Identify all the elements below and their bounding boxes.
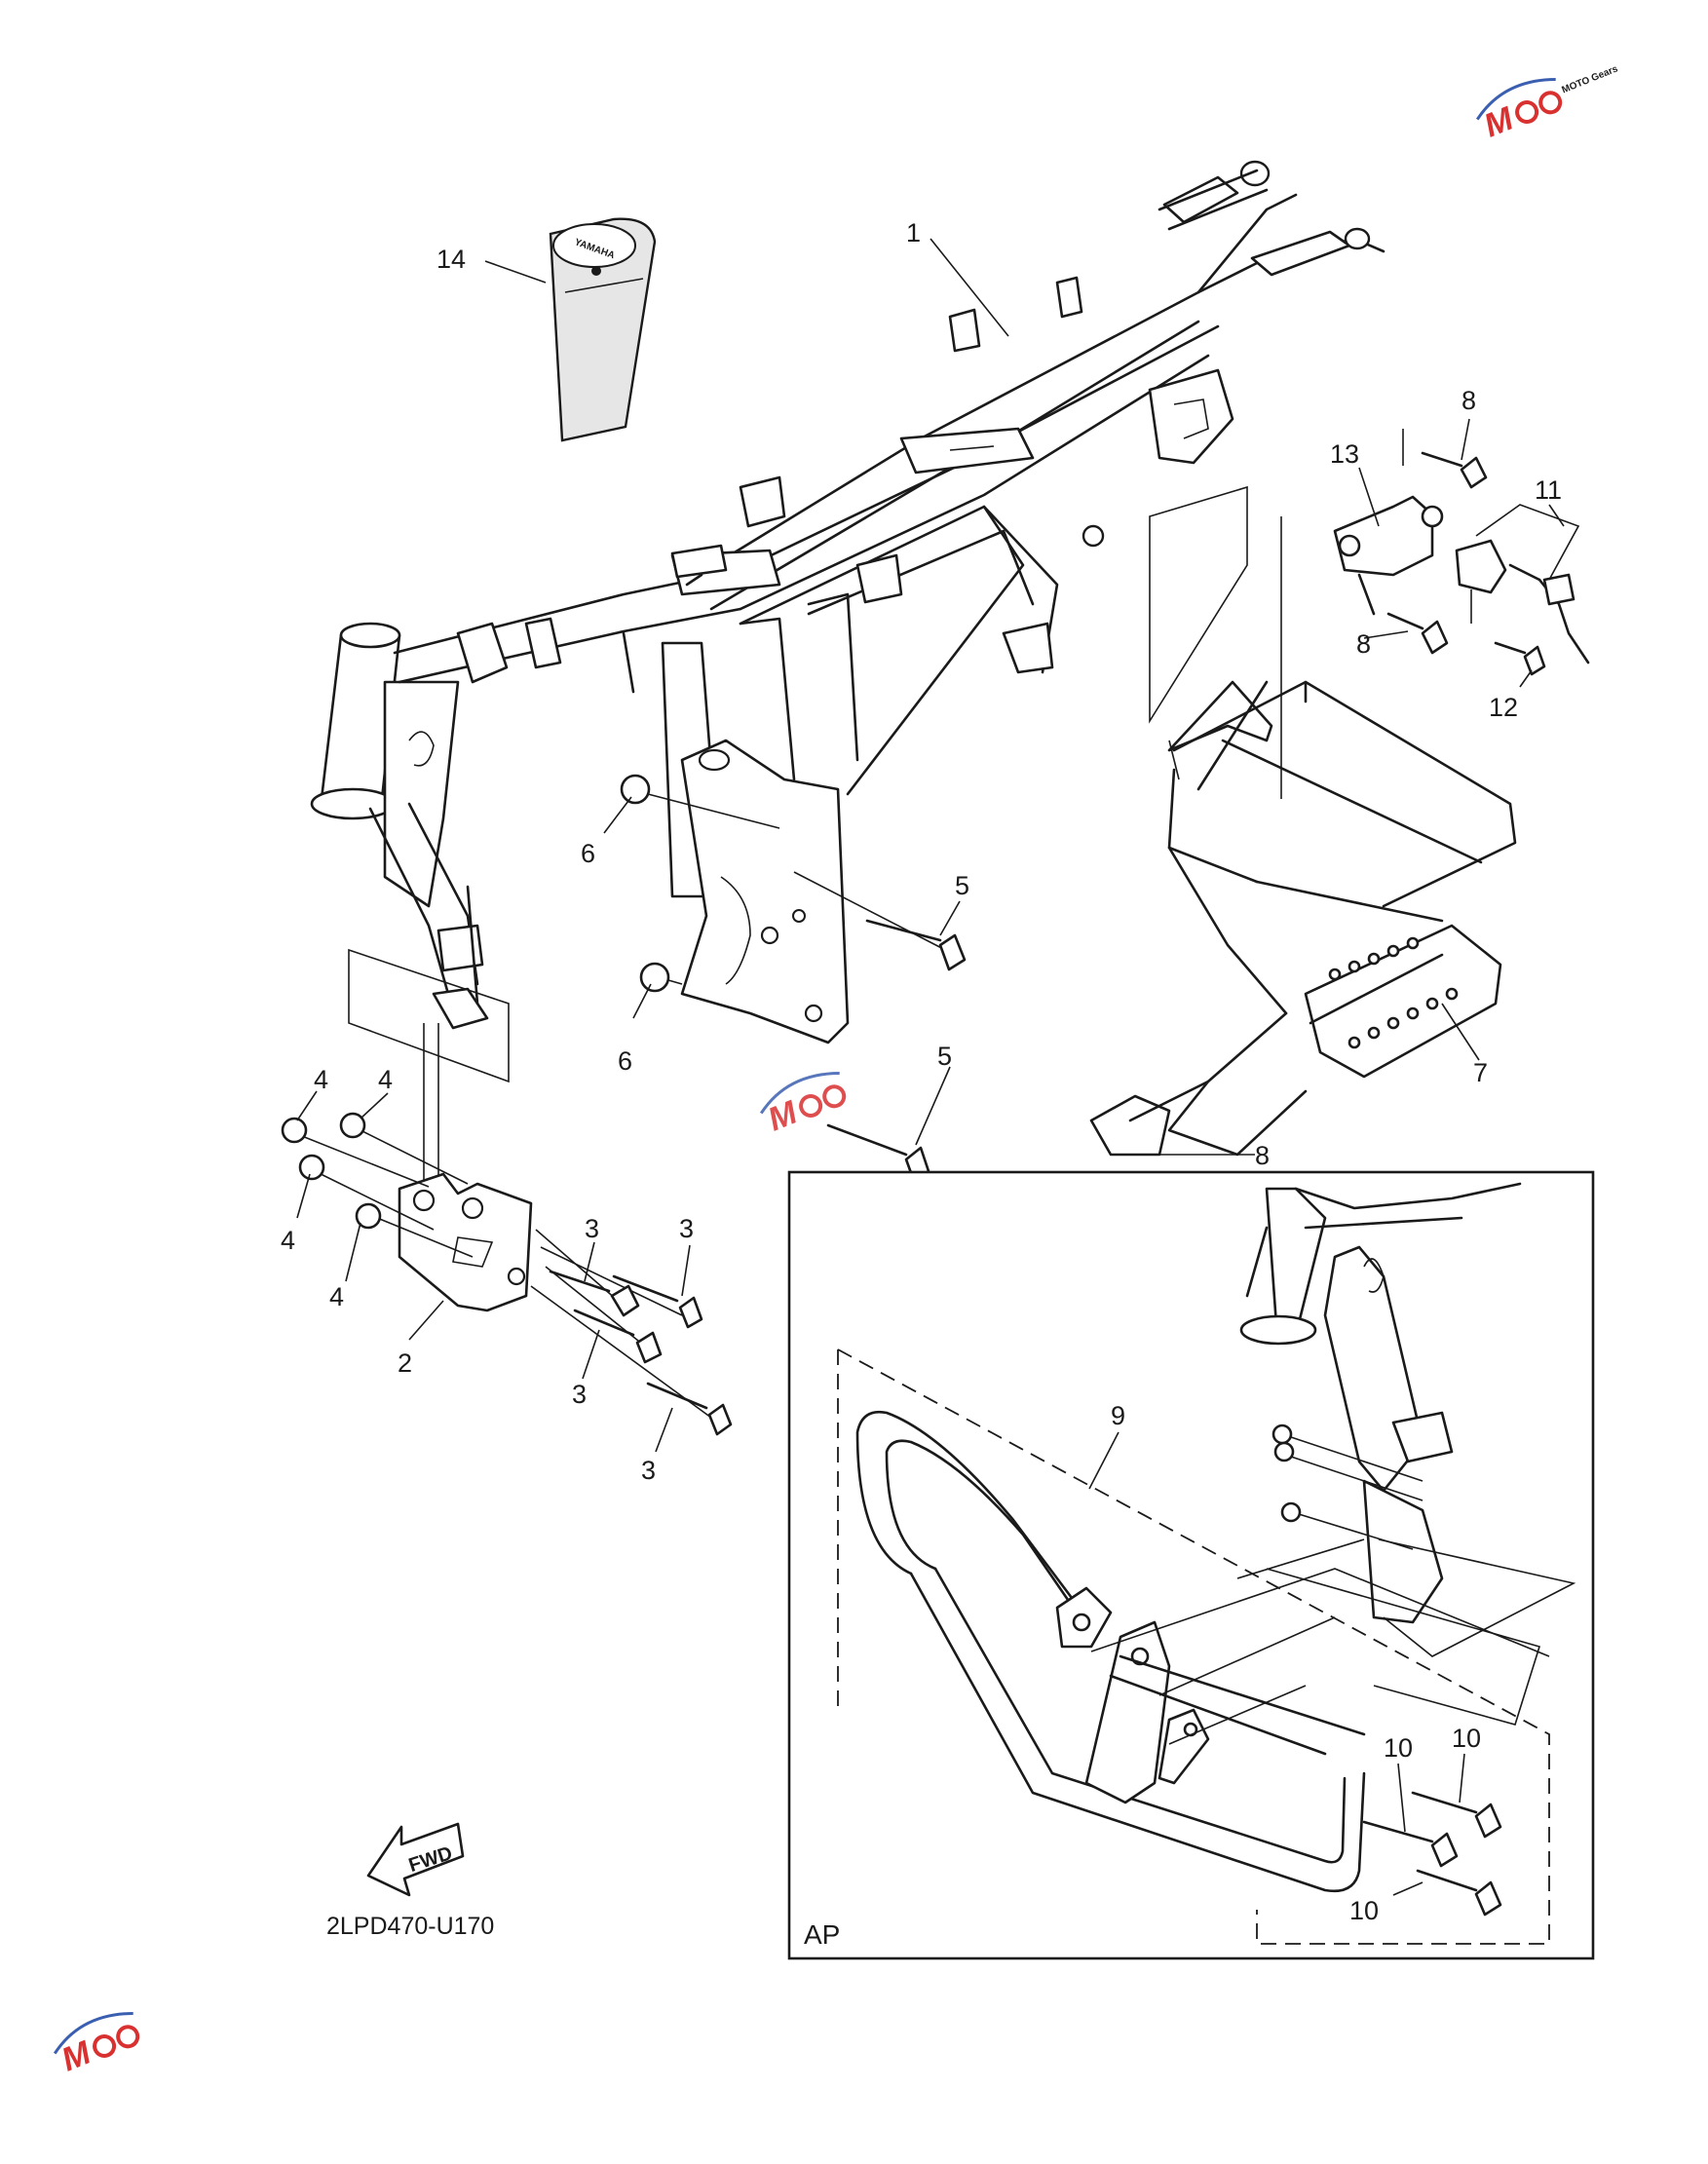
part-14-emblem: YAMAHA: [549, 217, 657, 442]
callout-3c: 3: [572, 1380, 587, 1409]
callout-6b: 6: [618, 1046, 632, 1076]
fwd-arrow: FWD: [366, 1822, 465, 1897]
part-3-bolts: [530, 1229, 733, 1436]
callout-3b: 3: [679, 1214, 694, 1243]
callout-1: 1: [906, 218, 921, 247]
callout-7: 7: [1473, 1058, 1488, 1087]
callout-8b: 8: [1356, 629, 1371, 659]
part-7-rack: [1089, 680, 1517, 1157]
leader-lines: [296, 238, 1565, 1896]
outline-box-rack: [1149, 485, 1248, 724]
part-1-frame: [310, 160, 1385, 1044]
callout-4b: 4: [378, 1065, 393, 1094]
watermark-text: MOTO Gears: [1561, 63, 1620, 95]
callout-9: 9: [1111, 1401, 1125, 1430]
callout-6a: 6: [581, 839, 595, 868]
callout-8c: 8: [1255, 1141, 1270, 1170]
svg-text:M: M: [763, 1093, 803, 1138]
callout-5b: 5: [937, 1042, 952, 1071]
callout-numbers: 1 2 3 3 3 3 4 4 4 4 5 5 6 6 7 8 8 8 9 10…: [281, 218, 1562, 1925]
callout-5a: 5: [955, 871, 969, 900]
callout-4d: 4: [329, 1282, 344, 1311]
rack-slots: [1328, 936, 1459, 1049]
inset-label-ap: AP: [804, 1919, 840, 1950]
callout-11: 11: [1535, 475, 1562, 505]
svg-text:M: M: [57, 2033, 96, 2078]
watermark-top-right: M MOTO Gears: [1475, 63, 1620, 145]
inset-content: [837, 1182, 1576, 1945]
part-2-bracket: [398, 1172, 533, 1312]
callout-14: 14: [436, 245, 466, 274]
svg-text:M: M: [1479, 99, 1519, 144]
callout-4a: 4: [314, 1065, 328, 1094]
callout-3a: 3: [585, 1214, 599, 1243]
callout-13: 13: [1330, 439, 1359, 469]
callout-12: 12: [1489, 693, 1518, 722]
callout-4c: 4: [281, 1226, 295, 1255]
diagram-code: 2LPD470-U170: [326, 1913, 494, 1940]
part-4-nuts: [281, 1112, 474, 1258]
part-8-13-11-12: [1333, 429, 1590, 676]
outline-box-front: [348, 948, 510, 1083]
callout-2: 2: [398, 1348, 412, 1378]
inset-box: [787, 1170, 1595, 1960]
callout-10c: 10: [1349, 1896, 1379, 1925]
callout-8a: 8: [1461, 386, 1476, 415]
callout-10a: 10: [1384, 1733, 1413, 1763]
callout-10b: 10: [1452, 1724, 1481, 1753]
watermark-bottom-left: M: [53, 2011, 140, 2079]
callout-3d: 3: [641, 1456, 656, 1485]
